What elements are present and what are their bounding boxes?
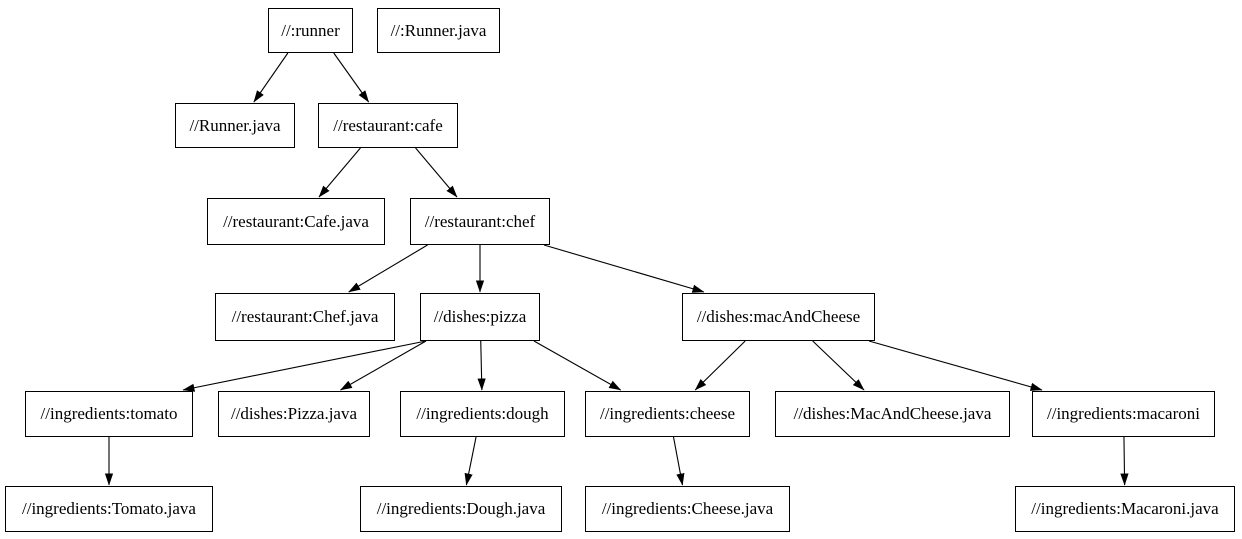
graph-node-macaroni-java: //ingredients:Macaroni.java [1015, 486, 1235, 532]
graph-edge-runner--cafe [333, 52, 370, 103]
graph-node-runner: //:runner [268, 8, 353, 53]
graph-node-macaroni: //ingredients:macaroni [1032, 391, 1215, 437]
graph-node-runner-java-root: //:Runner.java [377, 8, 500, 53]
graph-node-pizza: //dishes:pizza [420, 293, 540, 341]
graph-node-dough-java: //ingredients:Dough.java [360, 486, 562, 532]
graph-node-runner-java: //Runner.java [175, 103, 295, 148]
graph-edge-pizza--pizza-java [339, 340, 427, 391]
graph-node-cafe-java: //restaurant:Cafe.java [207, 198, 385, 245]
graph-edge-runner--runner-java [253, 52, 289, 103]
graph-edge-macaroni--macaroni-java [1120, 436, 1129, 486]
graph-node-pizza-java: //dishes:Pizza.java [218, 391, 370, 437]
graph-node-chef-java: //restaurant:Chef.java [215, 293, 395, 341]
graph-edge-cafe--cafe-java [318, 147, 361, 198]
graph-node-cafe: //restaurant:cafe [318, 103, 458, 148]
graph-edge-dough--dough-java [464, 436, 477, 486]
graph-node-tomato-java: //ingredients:Tomato.java [5, 486, 213, 532]
graph-edge-cafe--chef [415, 147, 458, 198]
graph-node-mac-and-cheese-java: //dishes:MacAndCheese.java [775, 391, 1010, 437]
graph-edge-chef--mac-and-cheese [543, 244, 705, 293]
graph-edge-cheese--cheese-java [672, 436, 685, 486]
graph-edge-pizza--tomato [182, 340, 427, 392]
graph-edge-mac-and-cheese--mac-and-cheese-java [812, 340, 865, 391]
graph-edge-pizza--cheese [533, 340, 622, 391]
graph-node-tomato: //ingredients:tomato [25, 391, 193, 437]
graph-edge-pizza--dough [477, 340, 486, 391]
graph-node-dough: //ingredients:dough [400, 391, 565, 437]
graph-edge-mac-and-cheese--cheese [694, 340, 746, 391]
graph-node-cheese: //ingredients:cheese [585, 391, 750, 437]
graph-edge-chef--chef-java [348, 244, 428, 293]
graph-node-mac-and-cheese: //dishes:macAndCheese [682, 293, 875, 341]
graph-node-chef: //restaurant:chef [410, 198, 550, 245]
graph-edge-mac-and-cheese--macaroni [868, 340, 1043, 391]
graph-node-cheese-java: //ingredients:Cheese.java [585, 486, 790, 532]
